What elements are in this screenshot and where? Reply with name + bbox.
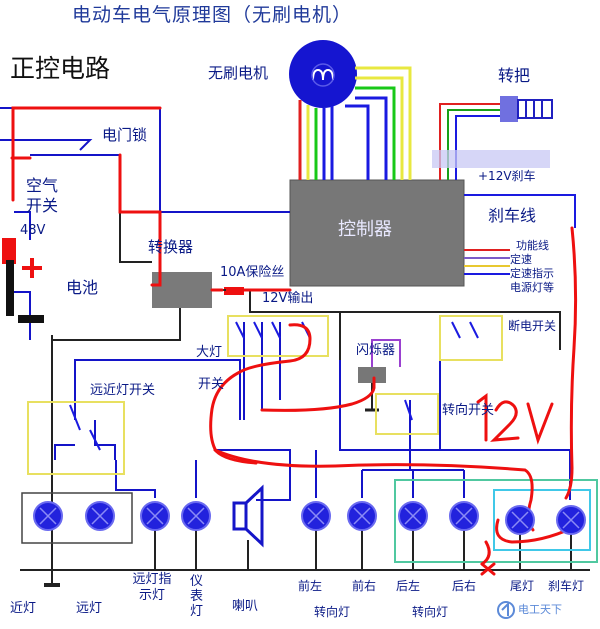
lock-label: 电门锁 xyxy=(102,126,148,144)
watermark-logo xyxy=(497,601,515,619)
headlight-label: 大灯 xyxy=(196,345,223,360)
cruise-label: 定速 xyxy=(510,253,532,266)
turn-light-rear-label: 转向灯 xyxy=(412,605,449,619)
dashboard-lamp xyxy=(181,501,211,531)
fuse-icon xyxy=(224,287,244,295)
controller-box xyxy=(289,179,465,287)
brake-lamp xyxy=(556,505,586,535)
cruise-indicator-label: 定速指示 xyxy=(510,267,554,280)
dashboard-light-label: 仪表灯 xyxy=(190,574,204,619)
front-right-label: 前右 xyxy=(352,579,377,593)
power-lamp-label: 电源灯等 xyxy=(510,281,554,294)
watermark-text: 电工天下 xyxy=(518,603,562,616)
horn-label: 喇叭 xyxy=(232,599,259,614)
power-off-switch-label: 断电开关 xyxy=(508,319,557,333)
battery-icon xyxy=(2,238,44,323)
front-left-turn-lamp xyxy=(301,501,331,531)
high-beam-indicator-lamp xyxy=(140,501,170,531)
motor-icon xyxy=(289,40,357,108)
high-beam-indicator-label: 远灯指示灯 xyxy=(132,572,172,603)
high-beam-lamp xyxy=(85,501,115,531)
brake-light-label: 刹车灯 xyxy=(548,579,585,593)
fuse-label: 10A保险丝 xyxy=(220,265,285,280)
horn-icon xyxy=(232,484,264,548)
low-beam-lamp xyxy=(33,501,63,531)
low-high-lamp-box xyxy=(21,492,133,544)
throttle-label: 转把 xyxy=(498,66,531,85)
output-label: 12V输出 xyxy=(262,291,314,306)
blur-patch xyxy=(432,150,550,168)
tail-light-label: 尾灯 xyxy=(510,579,535,593)
brake-12v-label: +12V刹车 xyxy=(478,169,536,183)
power-off-switch-box xyxy=(439,315,503,361)
flasher-box xyxy=(358,367,386,383)
tail-brake-box xyxy=(493,489,591,551)
motor-label: 无刷电机 xyxy=(208,64,269,82)
tail-lamp xyxy=(505,505,535,535)
turn-switch-box xyxy=(375,393,439,435)
beam-switch-box xyxy=(27,401,125,475)
headlight-switch-box xyxy=(227,315,329,357)
rear-right-label: 后右 xyxy=(452,579,477,593)
lamps xyxy=(33,484,586,548)
high-beam-label: 远灯 xyxy=(76,601,103,616)
rear-lamp-box xyxy=(394,479,598,563)
front-left-label: 前左 xyxy=(298,579,323,593)
turn-switch-label: 转向开关 xyxy=(442,403,495,418)
func-line-label: 功能线 xyxy=(516,239,549,252)
converter-box xyxy=(152,272,212,308)
air-switch-label: 空气开关 xyxy=(26,176,59,215)
rear-right-turn-lamp xyxy=(449,501,479,531)
controller-label: 控制器 xyxy=(338,219,392,240)
throttle-icon xyxy=(500,96,553,122)
beam-switch-label: 远近灯开关 xyxy=(90,383,156,398)
rear-left-turn-lamp xyxy=(398,501,428,531)
circuit-type-label: 正控电路 xyxy=(10,54,111,83)
converter-label: 转换器 xyxy=(148,238,194,256)
low-beam-label: 近灯 xyxy=(10,601,37,616)
brake-line-label: 刹车线 xyxy=(488,206,537,225)
diagram-title: 电动车电气原理图（无刷电机） xyxy=(72,4,353,26)
voltage-label: 48V xyxy=(20,223,46,238)
handwritten-12v xyxy=(476,393,554,445)
switch-label: 开关 xyxy=(198,377,225,392)
front-right-turn-lamp xyxy=(347,501,377,531)
rear-left-label: 后左 xyxy=(396,579,421,593)
turn-light-front-label: 转向灯 xyxy=(314,605,351,619)
battery-label: 电池 xyxy=(66,278,99,297)
flasher-label: 闪烁器 xyxy=(356,343,396,358)
